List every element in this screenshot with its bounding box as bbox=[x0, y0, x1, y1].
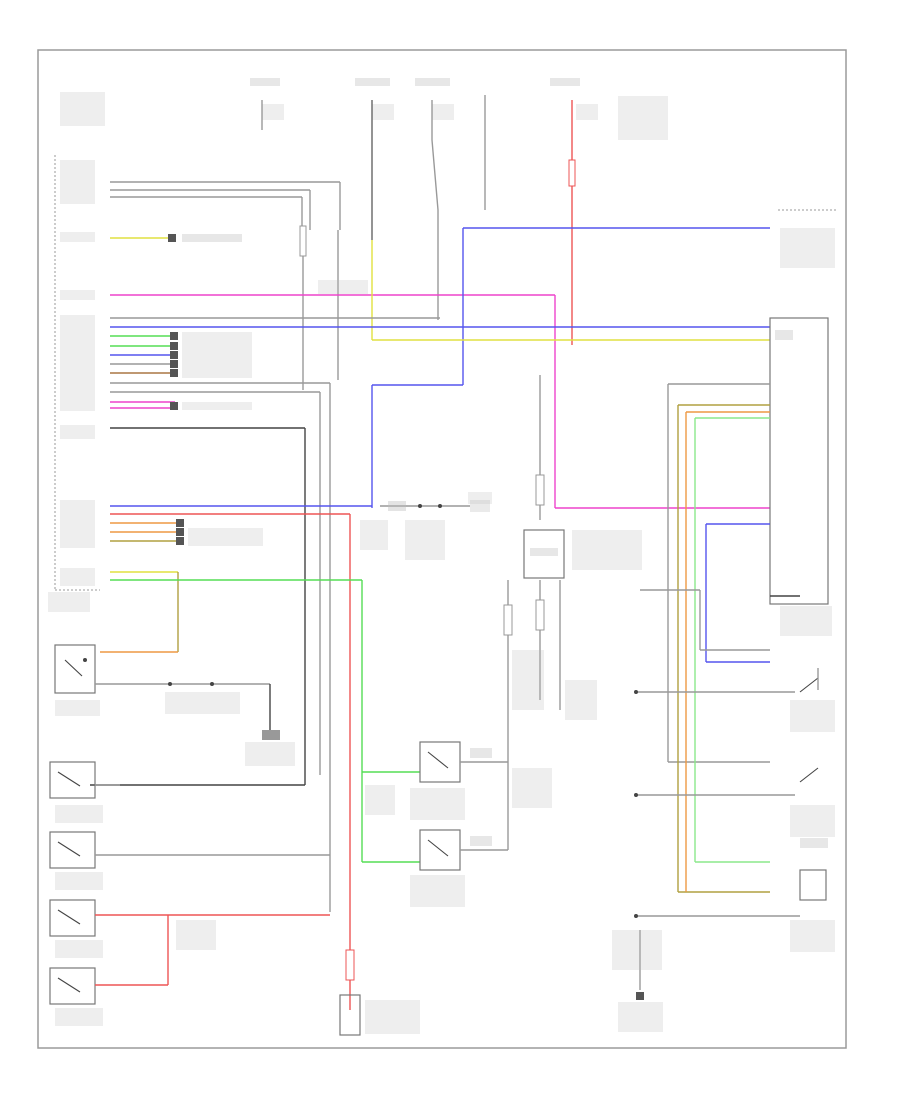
left-module-pin-labels bbox=[60, 160, 95, 586]
right-bottom-ground bbox=[612, 930, 663, 1032]
module-top-wires bbox=[110, 181, 341, 230]
blue-wire-middle bbox=[110, 500, 490, 512]
red-fuse bbox=[568, 159, 576, 187]
power-sources bbox=[60, 78, 668, 140]
dark-wire-loop bbox=[90, 427, 306, 786]
short-connectors bbox=[110, 234, 242, 242]
center-relay-block bbox=[503, 375, 642, 808]
right-control-module bbox=[769, 209, 836, 636]
left-door-switches bbox=[49, 761, 330, 1026]
red-orange-group bbox=[110, 513, 351, 1010]
relay-symbols bbox=[299, 139, 439, 390]
module-bus-wires bbox=[110, 317, 770, 912]
bottom-center-component bbox=[339, 949, 420, 1036]
pink-wire bbox=[110, 294, 770, 509]
center-labels bbox=[360, 492, 492, 560]
diagram-frame bbox=[37, 49, 847, 1049]
right-door-switches bbox=[634, 668, 835, 952]
door-lock-switch bbox=[54, 644, 295, 766]
green-wires bbox=[100, 571, 420, 863]
center-door-switches bbox=[365, 741, 509, 907]
blue-wire-upper bbox=[371, 227, 770, 508]
right-wires bbox=[640, 383, 800, 893]
